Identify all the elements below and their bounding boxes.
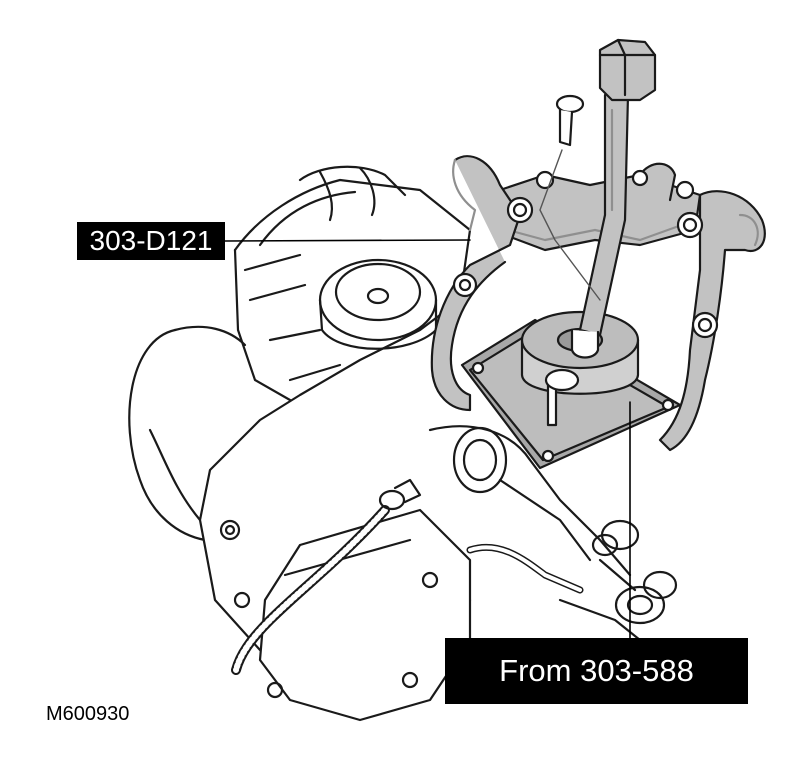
- callout-from-tool: From 303-588: [445, 638, 748, 704]
- callout-special-tool: 303-D121: [77, 222, 225, 260]
- removed-bolt: [539, 94, 601, 301]
- steering-gear-housing: [128, 165, 678, 722]
- leader-lines: [224, 239, 631, 639]
- hose-spring: [231, 478, 422, 675]
- figure-id: M600930: [46, 703, 130, 725]
